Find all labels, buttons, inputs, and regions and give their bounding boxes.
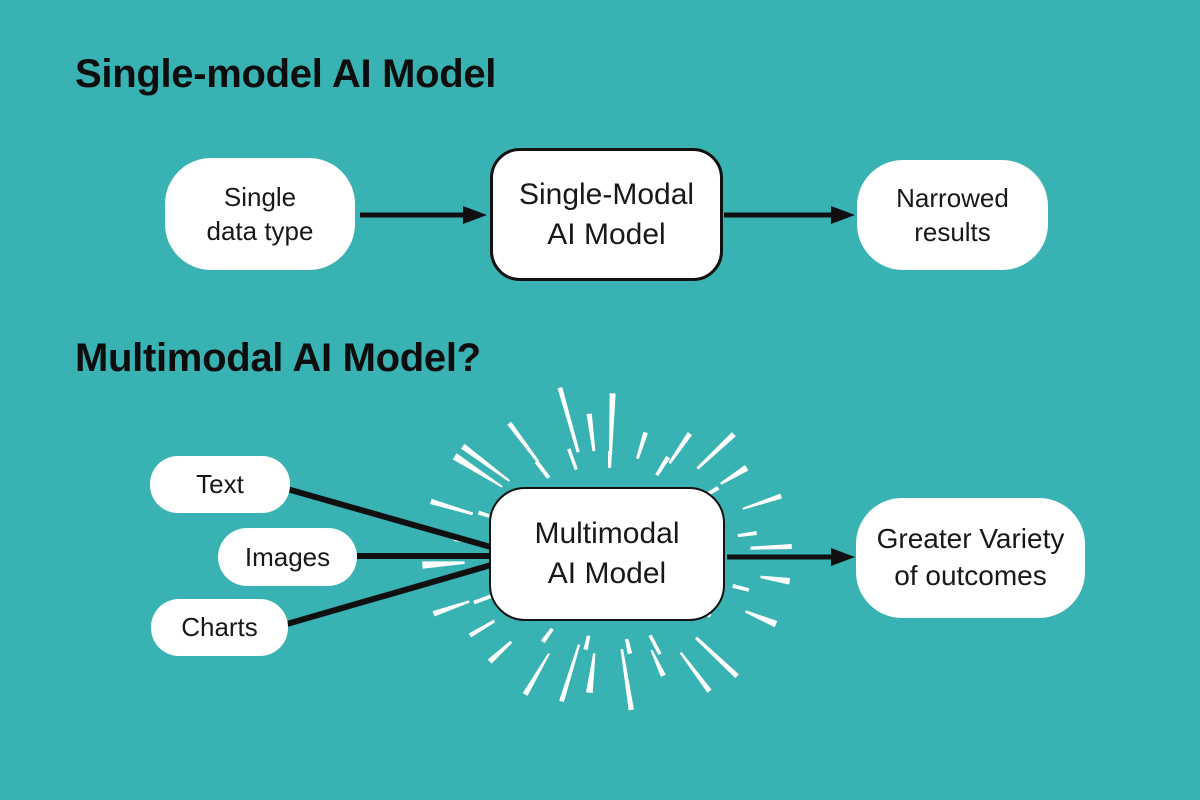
single-modal-line2: AI Model <box>547 217 666 251</box>
starburst <box>422 387 792 711</box>
greater-variety-line2: of outcomes <box>894 560 1047 591</box>
greater-variety-box: Greater Variety of outcomes <box>856 498 1085 618</box>
multimodal-title: Multimodal AI Model? <box>75 336 481 380</box>
images-input-label: Images <box>244 541 331 572</box>
multimodal-model-box: Multimodal AI Model <box>489 487 725 621</box>
text-input-box: Text <box>150 456 290 513</box>
narrowed-results-line1: Narrowed <box>896 182 1009 213</box>
single-data-type-line2: data type <box>206 216 314 246</box>
text-input-label: Text <box>196 469 244 500</box>
single-data-type-box: Single data type <box>165 158 355 270</box>
single-modal-model-box: Single-Modal AI Model <box>490 148 723 281</box>
multimodal-line2: AI Model <box>547 557 667 590</box>
single-model-title: Single-model AI Model <box>75 52 497 96</box>
single-data-type-line1: Single <box>223 181 297 212</box>
line-charts-to-model <box>277 558 508 629</box>
single-modal-line1: Single-Modal <box>518 177 695 211</box>
line-text-to-model <box>277 484 508 554</box>
narrowed-results-box: Narrowed results <box>857 160 1048 270</box>
charts-input-label: Charts <box>181 612 258 643</box>
images-input-box: Images <box>218 528 357 586</box>
charts-input-box: Charts <box>151 599 288 656</box>
multimodal-line1: Multimodal <box>534 517 680 551</box>
greater-variety-line1: Greater Variety <box>876 523 1065 555</box>
narrowed-results-line2: results <box>914 217 991 247</box>
